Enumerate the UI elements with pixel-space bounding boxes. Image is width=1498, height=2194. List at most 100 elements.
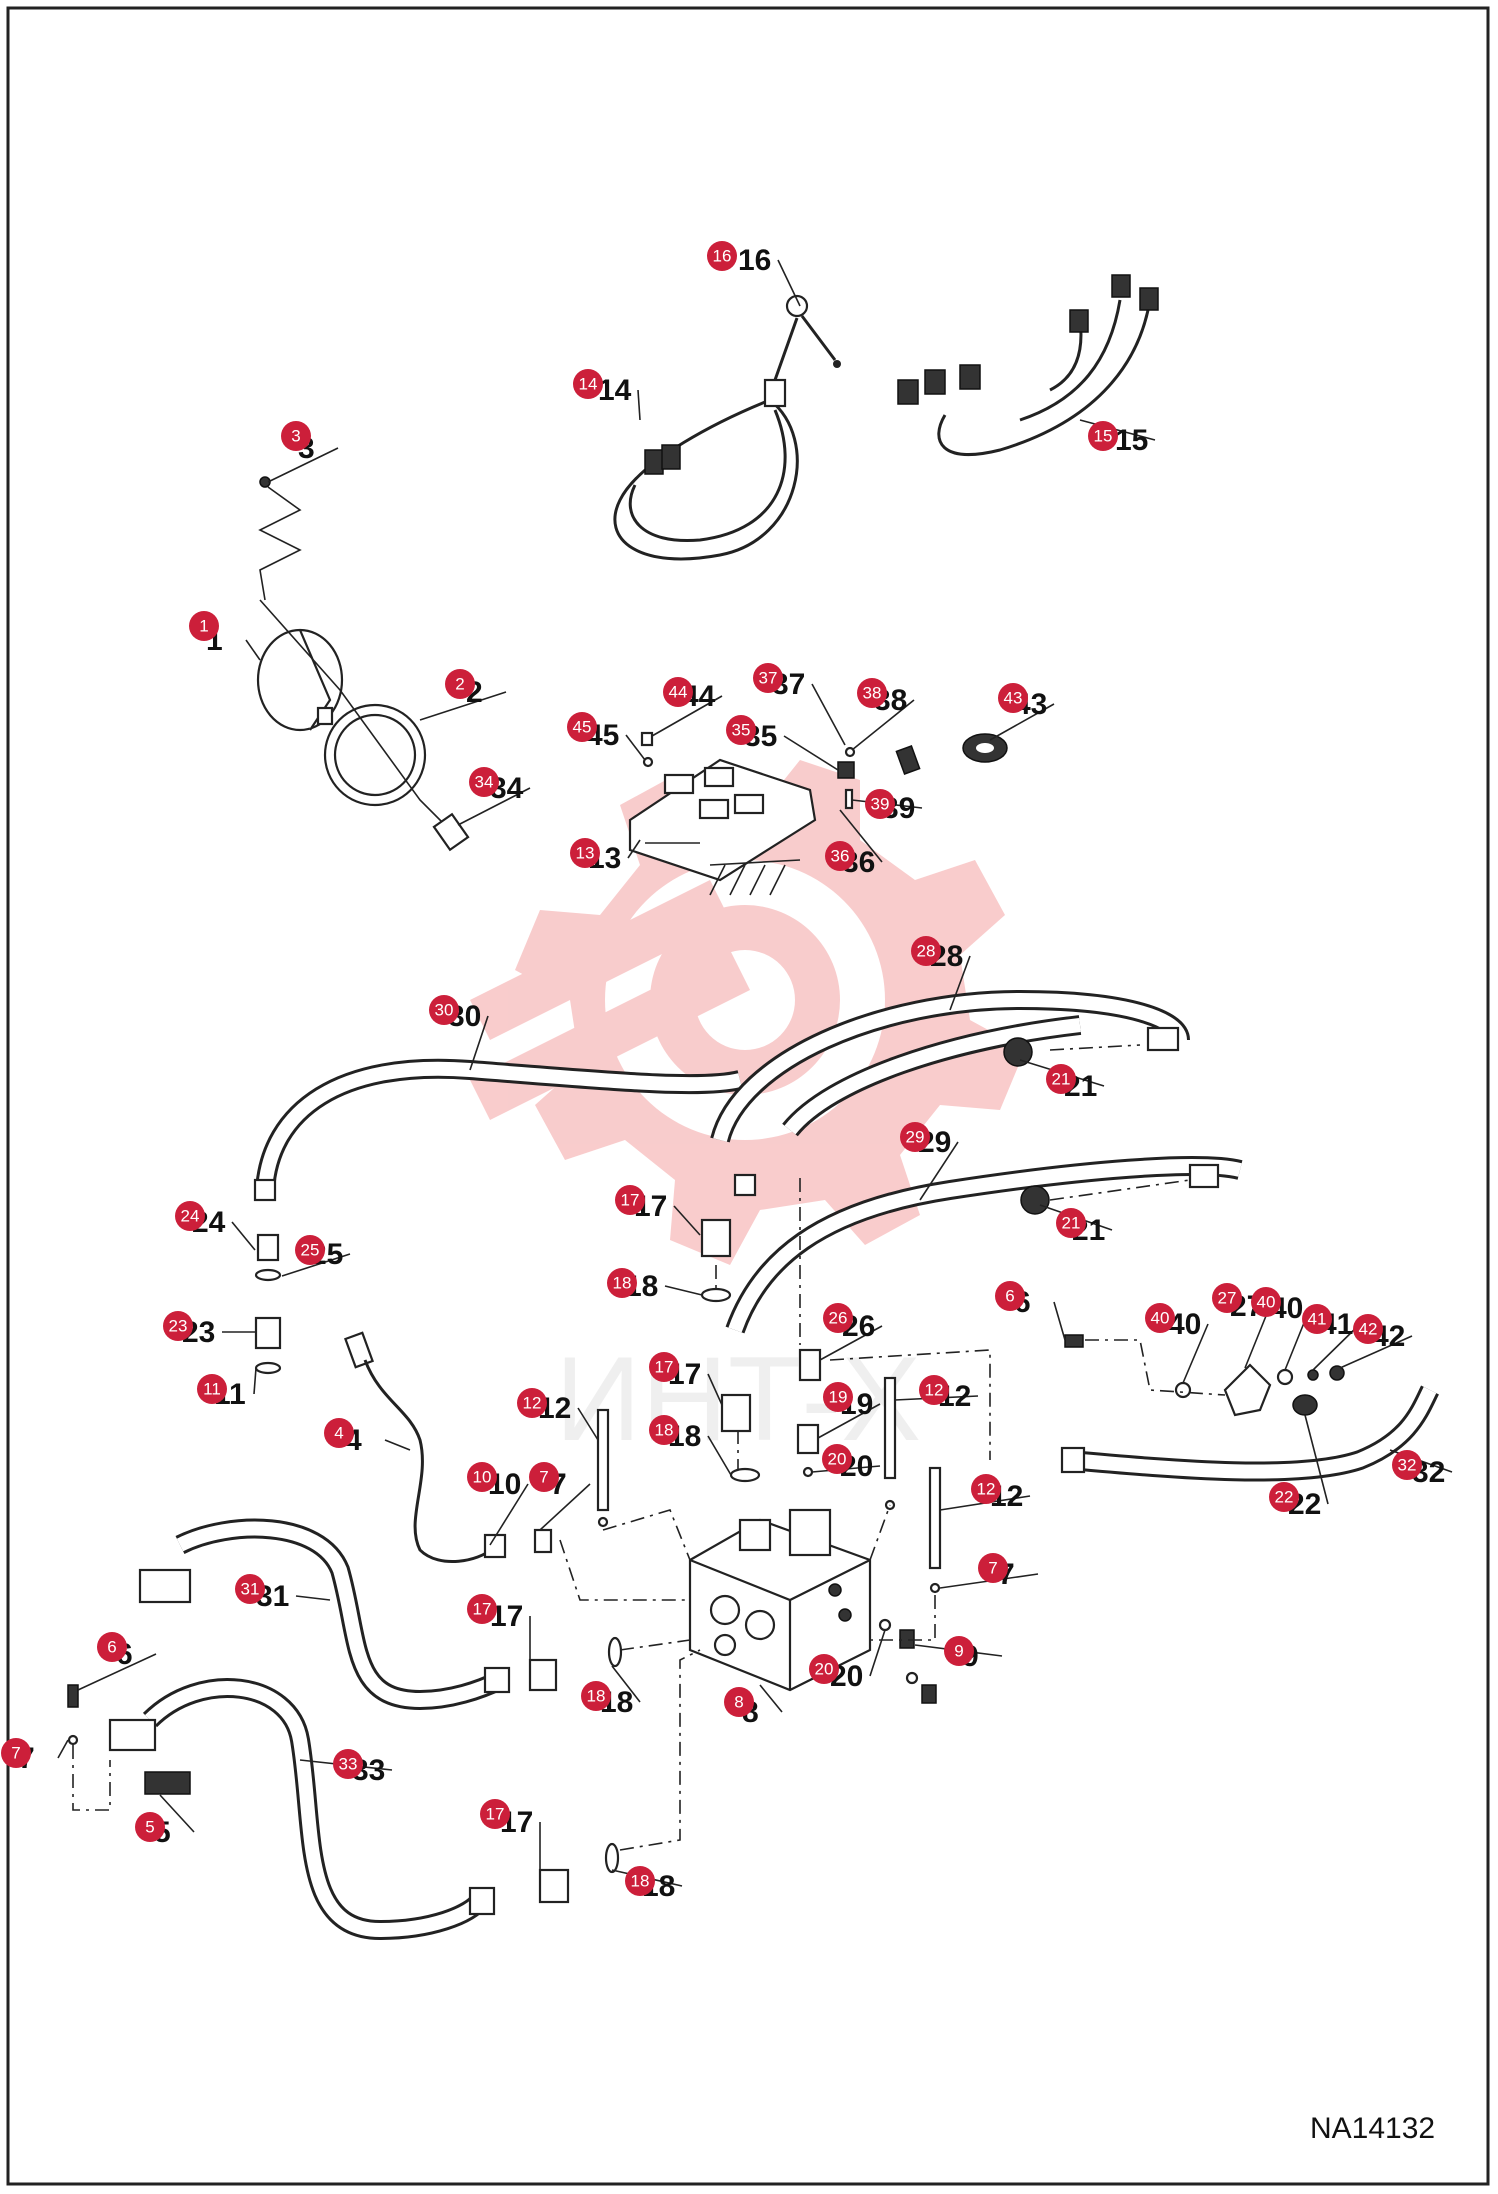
- callout-badge-c12b[interactable]: [919, 1375, 949, 1405]
- callout-badge-c7a[interactable]: [529, 1462, 559, 1492]
- relay-35: [837, 761, 855, 779]
- callout-badge-c26[interactable]: [823, 1303, 853, 1333]
- callout-badge-number-c33: 33: [339, 1755, 358, 1774]
- callout-badge-c9[interactable]: [944, 1636, 974, 1666]
- bracket-27: [1223, 1363, 1272, 1417]
- callout-badge-c41[interactable]: [1302, 1304, 1332, 1334]
- callout-badge-number-c18a: 18: [613, 1274, 632, 1293]
- callout-badge-number-c12b: 12: [925, 1381, 944, 1400]
- washer-41: [1307, 1369, 1319, 1381]
- callout-badge-number-c17b: 17: [655, 1358, 674, 1377]
- callout-badge-c45[interactable]: [567, 712, 597, 742]
- callout-badge-c17b[interactable]: [649, 1352, 679, 1382]
- callout-badge-c16[interactable]: [707, 241, 737, 271]
- sensor-10: [483, 1533, 507, 1559]
- callout-badge-c21b[interactable]: [1056, 1208, 1086, 1238]
- callout-badge-c17c[interactable]: [467, 1594, 497, 1624]
- callout-badge-c11[interactable]: [197, 1374, 227, 1404]
- fitting-7: [533, 1528, 553, 1554]
- callout-badge-c32[interactable]: [1392, 1450, 1422, 1480]
- callout-leader-c8: [759, 1684, 783, 1713]
- gauge-fitting: [316, 706, 334, 726]
- callout-badge-c36[interactable]: [825, 841, 855, 871]
- washer-7: [929, 1582, 941, 1594]
- connector-37: [895, 745, 921, 775]
- callout-badge-c25[interactable]: [295, 1235, 325, 1265]
- callout-badge-c7b[interactable]: [978, 1553, 1008, 1583]
- flange-33: [108, 1718, 157, 1752]
- solenoid: [788, 1508, 832, 1557]
- callout-badge-c10[interactable]: [467, 1462, 497, 1492]
- callout-badge-c34[interactable]: [469, 767, 499, 797]
- callout-badge-c20b[interactable]: [809, 1654, 839, 1684]
- hose-end-fitting: [1188, 1163, 1220, 1189]
- callout-badge-c42[interactable]: [1353, 1314, 1383, 1344]
- callout-badge-c39[interactable]: [865, 789, 895, 819]
- cap-22: [1292, 1394, 1318, 1416]
- callout-badge-number-c42: 42: [1359, 1320, 1378, 1339]
- callout-badge-c22[interactable]: [1269, 1482, 1299, 1512]
- callout-badge-c44[interactable]: [663, 677, 693, 707]
- callout-badge-c24[interactable]: [175, 1201, 205, 1231]
- callout-badge-c37[interactable]: [753, 663, 783, 693]
- callout-badge-c8[interactable]: [724, 1687, 754, 1717]
- callout-badge-c6a[interactable]: [995, 1281, 1025, 1311]
- callout-badge-c18c[interactable]: [581, 1681, 611, 1711]
- dash-line: [1049, 1179, 1191, 1201]
- callout-badge-c28[interactable]: [911, 936, 941, 966]
- callout-badge-number-c28: 28: [917, 942, 936, 961]
- callout-badge-c40a[interactable]: [1145, 1303, 1175, 1333]
- callout-badge-c19[interactable]: [823, 1382, 853, 1412]
- callout-badge-c27[interactable]: [1212, 1283, 1242, 1313]
- callout-badge-c38[interactable]: [857, 678, 887, 708]
- callout-badge-c30[interactable]: [429, 995, 459, 1025]
- callout-leader-c41: [1312, 1323, 1361, 1371]
- callout-badge-number-c18b: 18: [655, 1421, 674, 1440]
- callout-badge-number-c35: 35: [732, 721, 751, 740]
- callout-badge-number-c5: 5: [145, 1818, 154, 1837]
- dash-line: [870, 1595, 936, 1641]
- harness-connector: [661, 444, 681, 470]
- callout-leader-c2: [419, 691, 507, 721]
- callout-badge-c18a[interactable]: [607, 1268, 637, 1298]
- callout-leader-c26: [819, 1325, 883, 1361]
- callout-badge-c18d[interactable]: [625, 1866, 655, 1896]
- callout-badge-c7c[interactable]: [1, 1738, 31, 1768]
- callout-leader-c30: [469, 1015, 489, 1071]
- callout-leader-c1: [245, 639, 261, 661]
- callout-badge-number-c26: 26: [829, 1309, 848, 1328]
- callout-badge-number-c37: 37: [759, 669, 778, 688]
- callout-badge-number-c21b: 21: [1062, 1214, 1081, 1233]
- callout-badge-c20a[interactable]: [822, 1444, 852, 1474]
- callout-badge-c43[interactable]: [998, 683, 1028, 713]
- callout-badge-c40b[interactable]: [1251, 1287, 1281, 1317]
- washer-20a: [802, 1466, 814, 1478]
- callout-badge-c29[interactable]: [900, 1122, 930, 1152]
- callout-badge-c5[interactable]: [135, 1812, 165, 1842]
- callout-badge-c14[interactable]: [573, 369, 603, 399]
- callout-badge-c2[interactable]: [445, 669, 475, 699]
- callout-badge-c18b[interactable]: [649, 1415, 679, 1445]
- callout-badge-c17a[interactable]: [615, 1185, 645, 1215]
- callout-badge-c35[interactable]: [726, 715, 756, 745]
- callout-badge-c4[interactable]: [324, 1418, 354, 1448]
- callout-badge-c17d[interactable]: [480, 1799, 510, 1829]
- callout-badge-c1[interactable]: [189, 611, 219, 641]
- callout-badge-c31[interactable]: [235, 1574, 265, 1604]
- callout-badge-c21a[interactable]: [1046, 1064, 1076, 1094]
- callout-badge-c12c[interactable]: [971, 1474, 1001, 1504]
- callout-leader-c36: [839, 809, 883, 863]
- callout-leader-c19: [817, 1403, 881, 1439]
- callout-badge-c3[interactable]: [281, 421, 311, 451]
- callout-badge-c6b[interactable]: [97, 1632, 127, 1662]
- callout-leader-c18a: [664, 1285, 703, 1296]
- callout-badge-number-c7a: 7: [539, 1468, 548, 1487]
- callout-badge-c23[interactable]: [163, 1311, 193, 1341]
- callout-badge-c33[interactable]: [333, 1749, 363, 1779]
- callout-badge-c13[interactable]: [570, 838, 600, 868]
- callout-badge-c12a[interactable]: [517, 1388, 547, 1418]
- washer-7: [67, 1734, 79, 1746]
- callout-badge-c15[interactable]: [1088, 421, 1118, 451]
- fitting-24: [256, 1233, 280, 1262]
- dash-line: [869, 1504, 891, 1561]
